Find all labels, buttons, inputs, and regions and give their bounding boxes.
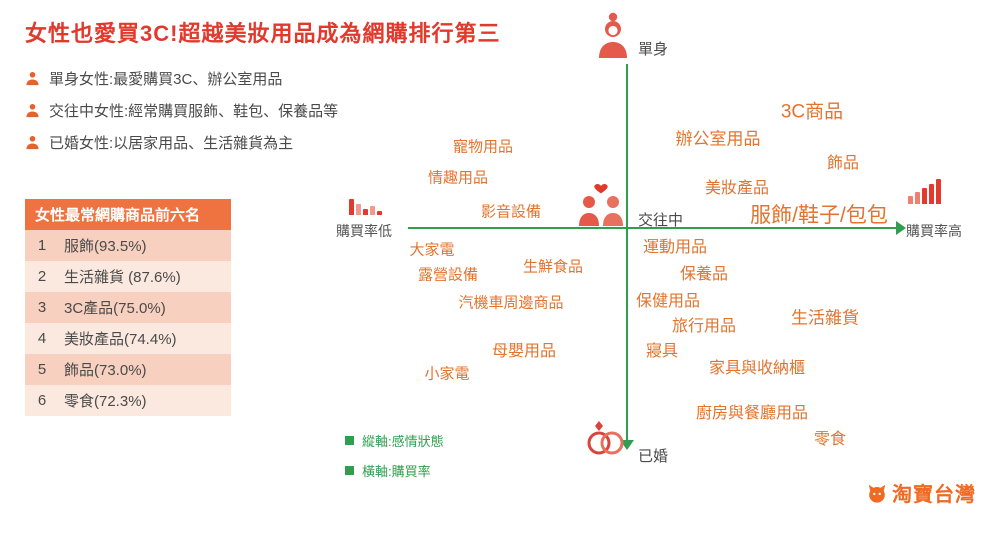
- taobao-logo: 淘寶台灣: [866, 478, 976, 507]
- quadrant-item: 飾品: [826, 155, 860, 172]
- rank-cell: 2: [37, 268, 47, 285]
- page-title: 女性也愛買3C!超越美妝用品成為網購排行第三: [25, 21, 501, 46]
- bar-chart-high-icon: [908, 178, 941, 204]
- quadrant-item: 影音設備: [480, 203, 542, 221]
- quadrant-item: 旅行用品: [671, 318, 737, 335]
- person-icon: [26, 103, 39, 117]
- bullet-item: 交往中女性:經常購買服飾、鞋包、保養品等: [25, 94, 338, 126]
- rank-cell: 3: [37, 299, 47, 316]
- single-woman-icon: [599, 12, 627, 58]
- rank-cell: 1: [37, 237, 47, 254]
- legend-label: 橫軸:購買率: [362, 464, 431, 479]
- table-row: 3 3C產品(75.0%): [25, 292, 231, 323]
- axis-label-married: 已婚: [638, 448, 669, 465]
- legend-marker: [345, 466, 354, 475]
- quadrant-item: 母嬰用品: [491, 343, 557, 360]
- quadrant-item: 運動用品: [642, 239, 708, 256]
- quadrant-item: 寢具: [645, 343, 679, 360]
- legend-item: 橫軸:購買率: [345, 461, 444, 480]
- bullet-item: 單身女性:最愛購買3C、辦公室用品: [25, 62, 338, 94]
- quadrant-item: 大家電: [409, 241, 455, 259]
- vertical-axis-arrow-icon: [620, 440, 634, 450]
- item-cell: 美妝產品(74.4%): [64, 331, 177, 348]
- bullet-text: 交往中女性:經常購買服飾、鞋包、保養品等: [49, 102, 339, 120]
- quadrant-item: 小家電: [424, 365, 470, 383]
- person-icon: [26, 71, 39, 85]
- table-header: 女性最常網購商品前六名: [25, 199, 231, 230]
- quadrant-item: 3C商品: [780, 101, 844, 123]
- table-row: 1 服飾(93.5%): [25, 230, 231, 261]
- table-row: 5 飾品(73.0%): [25, 354, 231, 385]
- quadrant-item: 情趣用品: [427, 169, 489, 187]
- axis-label-high-rate: 購買率高: [906, 223, 962, 239]
- bar-chart-low-icon: [349, 198, 382, 215]
- quadrant-item: 零食: [813, 431, 847, 448]
- quadrant-item: 保養品: [679, 266, 729, 283]
- wedding-rings-icon: [587, 421, 624, 455]
- table-row: 4 美妝產品(74.4%): [25, 323, 231, 354]
- quadrant-item: 廚房與餐廳用品: [695, 405, 809, 422]
- quadrant-item: 露營設備: [417, 266, 479, 284]
- legend-item: 縱軸:感情狀態: [345, 431, 444, 450]
- axis-label-relationship: 交往中: [638, 212, 684, 229]
- axis-label-low-rate: 購買率低: [336, 223, 392, 239]
- table-row: 2 生活雜貨 (87.6%): [25, 261, 231, 292]
- horizontal-axis: [408, 227, 898, 229]
- legend: 縱軸:感情狀態 橫軸:購買率: [345, 431, 444, 480]
- quadrant-item: 生活雜貨: [791, 308, 859, 328]
- rank-cell: 5: [37, 361, 47, 378]
- item-cell: 零食(72.3%): [64, 393, 147, 410]
- quadrant-item: 保健用品: [635, 293, 701, 310]
- quadrant-item: 家具與收納櫃: [708, 360, 806, 377]
- person-icon: [26, 135, 39, 149]
- rank-cell: 4: [37, 330, 47, 347]
- summary-bullets: 單身女性:最愛購買3C、辦公室用品 交往中女性:經常購買服飾、鞋包、保養品等 已…: [25, 62, 338, 158]
- quadrant-item: 美妝產品: [704, 180, 770, 197]
- legend-marker: [345, 436, 354, 445]
- item-cell: 生活雜貨 (87.6%): [64, 269, 181, 286]
- bullet-text: 已婚女性:以居家用品、生活雜貨為主: [49, 134, 294, 152]
- quadrant-item: 生鮮食品: [522, 258, 584, 276]
- item-cell: 飾品(73.0%): [64, 362, 147, 379]
- taobao-logo-icon: [868, 484, 886, 503]
- rank-cell: 6: [37, 392, 47, 409]
- legend-label: 縱軸:感情狀態: [362, 434, 444, 449]
- vertical-axis: [626, 64, 628, 442]
- table-row: 6 零食(72.3%): [25, 385, 231, 416]
- axis-label-single: 單身: [638, 41, 669, 58]
- bullet-item: 已婚女性:以居家用品、生活雜貨為主: [25, 126, 338, 158]
- quadrant-item: 寵物用品: [452, 138, 514, 156]
- quadrant-item: 汽機車周邊商品: [458, 294, 564, 312]
- quadrant-item: 辦公室用品: [675, 129, 761, 149]
- item-cell: 服飾(93.5%): [64, 238, 147, 255]
- horizontal-axis-arrow-icon: [896, 221, 906, 235]
- taobao-logo-text: 淘寶台灣: [892, 484, 976, 506]
- ranking-table: 女性最常網購商品前六名 1 服飾(93.5%) 2 生活雜貨 (87.6%) 3…: [25, 199, 231, 416]
- quadrant-item: 服飾/鞋子/包包: [750, 204, 888, 227]
- bullet-text: 單身女性:最愛購買3C、辦公室用品: [49, 70, 283, 88]
- item-cell: 3C產品(75.0%): [64, 300, 166, 317]
- couple-icon: [579, 183, 623, 226]
